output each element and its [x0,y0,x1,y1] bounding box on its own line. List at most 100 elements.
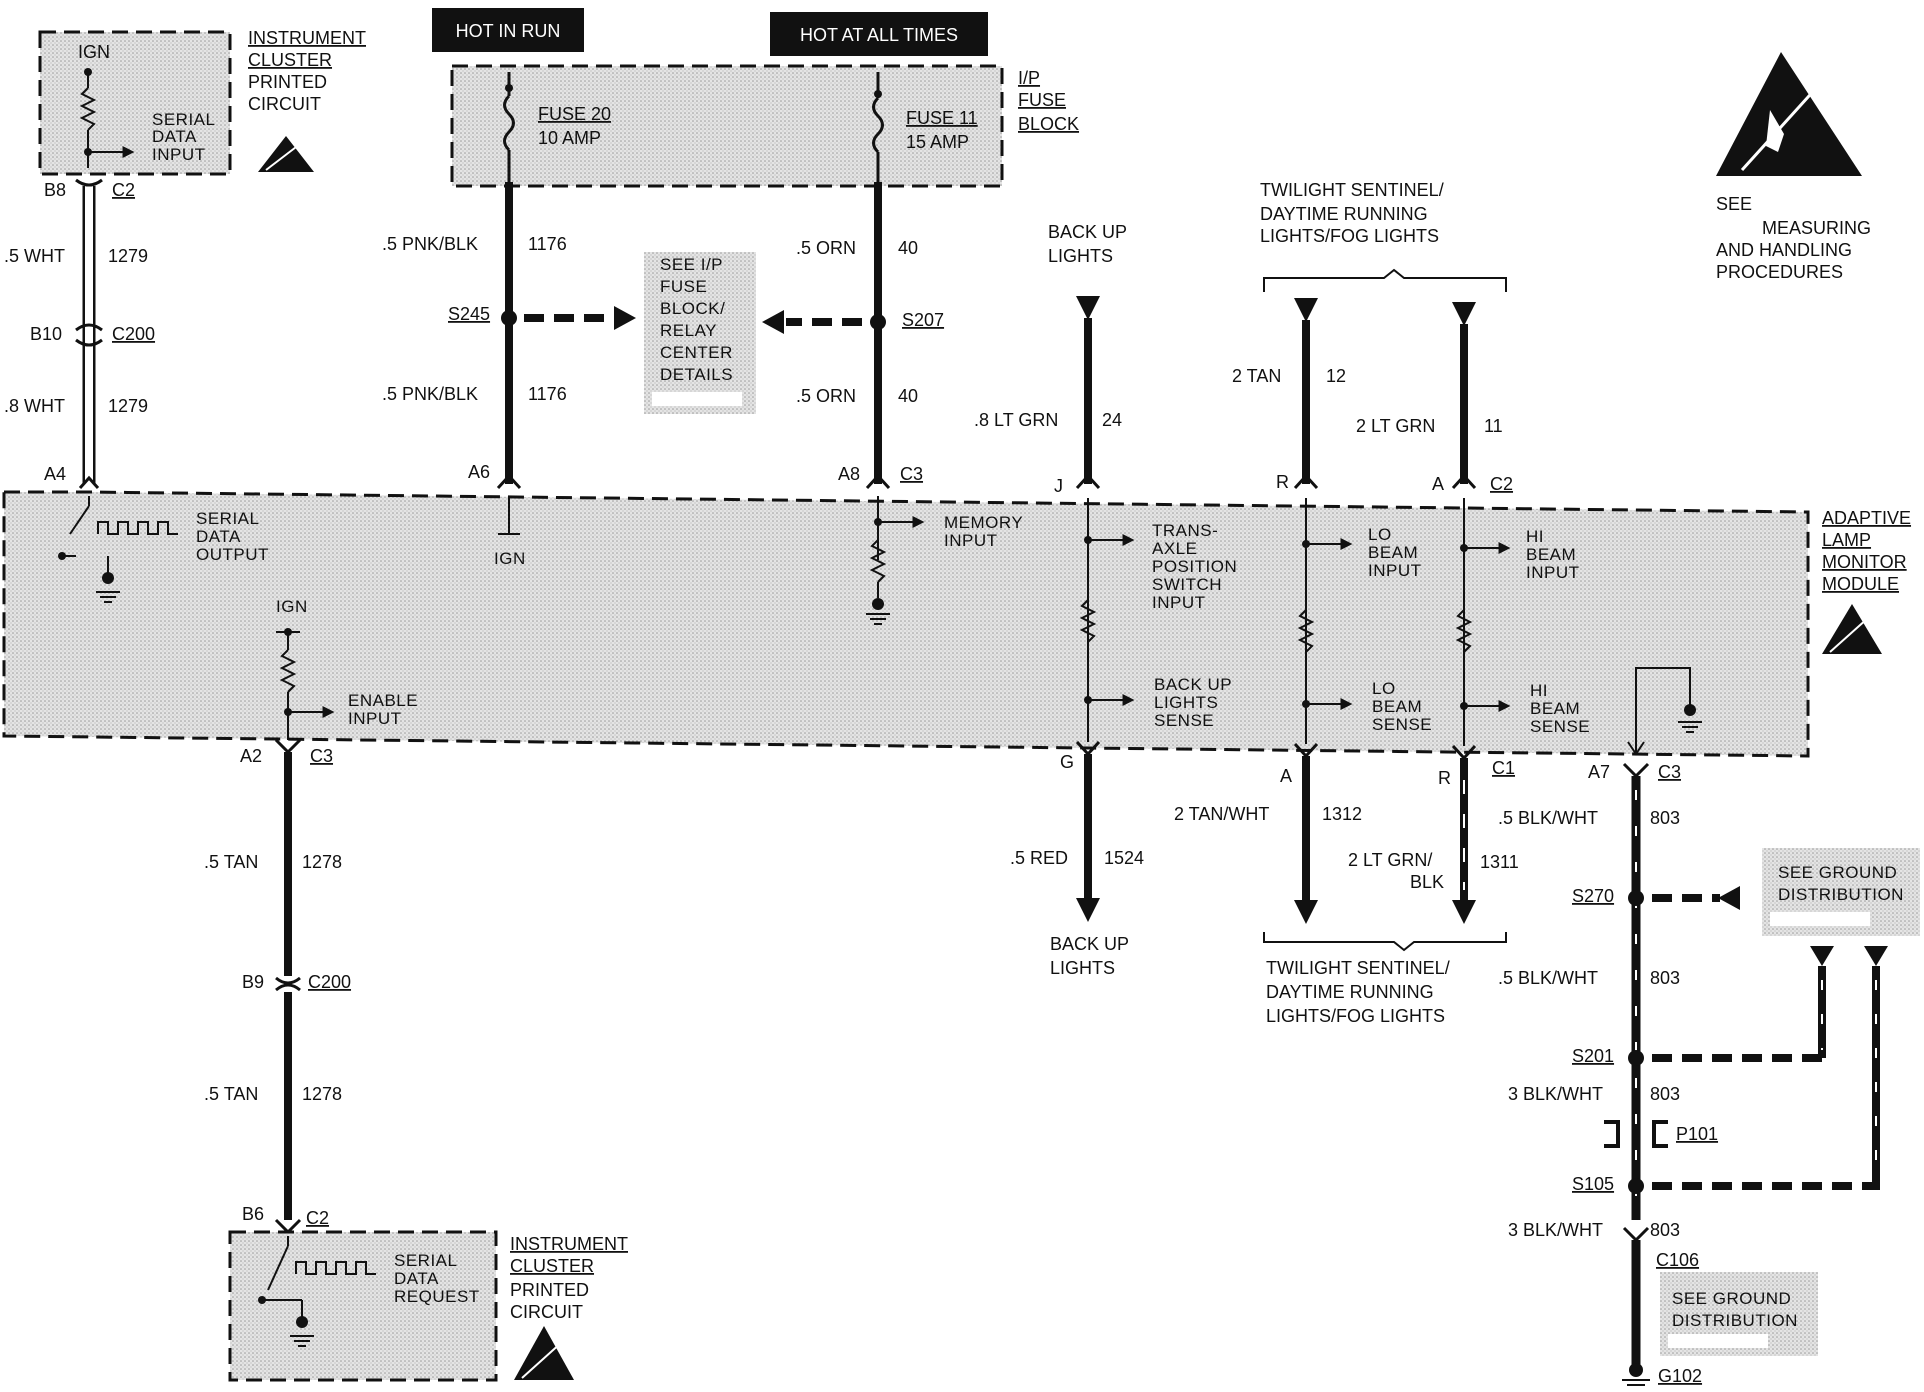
connector-a-bot: A [1280,766,1292,786]
hot-at-all-times-label: HOT AT ALL TIMES [800,25,958,45]
connector-c1: C1 [1492,758,1515,778]
backup-sense-2: LIGHTS [1154,693,1218,712]
serial-waveform-icon-bottom [295,1261,376,1275]
see-ip-fuse-note: SEE I/P FUSE BLOCK/ RELAY CENTER DETAILS [644,252,756,414]
wire-1278 [274,738,302,1235]
back-up-lights-top-2: LIGHTS [1048,246,1113,266]
cluster-bottom-title-4: CIRCUIT [510,1302,583,1322]
esd-warning-icon [1716,52,1862,176]
esd-icon-cluster-bottom [514,1326,574,1380]
wire-12 [1293,298,1319,490]
twilight-bottom-bracket [1263,932,1507,952]
ip-fuse-block: FUSE 20 10 AMP FUSE 11 15 AMP I/P FUSE B… [450,64,1079,188]
wire-1524-number: 1524 [1104,848,1144,868]
ground-icon-cluster-bottom [290,1316,314,1347]
module-title-2: LAMP [1822,530,1871,550]
wire-1176-a-color: .5 PNK/BLK [382,234,478,254]
connector-r-bot: R [1438,768,1451,788]
connector-p101: P101 [1676,1124,1718,1144]
cluster-top-title-1: INSTRUMENT [248,28,366,48]
wire-803-c-number: 803 [1650,1084,1680,1104]
hi-beam-input-3: INPUT [1526,563,1580,582]
wire-12-number: 12 [1326,366,1346,386]
hi-beam-input-1: HI [1526,527,1544,546]
backup-sense-3: SENSE [1154,711,1214,730]
splice-s270 [1628,886,1740,910]
serial-data-request-1: SERIAL [394,1251,457,1270]
ground-feed-lines [1810,946,1888,1186]
connector-c3-right: C3 [1658,762,1681,782]
ground-icon-module-left [96,572,120,603]
hi-beam-input-2: BEAM [1526,545,1576,564]
wire-1279-a-number: 1279 [108,246,148,266]
wire-1279-b-color: .8 WHT [4,396,65,416]
see-ip-note-2: FUSE [660,277,707,296]
instrument-cluster-top: IGN SERIAL DATA INPUT [38,30,314,176]
splice-s105-label: S105 [1572,1174,1614,1194]
wire-1312 [1293,742,1319,924]
transaxle-1: TRANS- [1152,521,1218,540]
fuse-11: FUSE 11 15 AMP [872,72,978,182]
wire-1279 [75,178,103,490]
hi-beam-sense-3: SENSE [1530,717,1590,736]
twilight-top-bracket [1263,268,1507,292]
cluster-bottom-title-2: CLUSTER [510,1256,594,1276]
fuse-block-title-2: FUSE [1018,90,1066,110]
memory-input-2: INPUT [944,531,998,550]
connector-p101-symbol [1604,1120,1668,1148]
wire-803-c-color: 3 BLK/WHT [1508,1084,1603,1104]
cluster-top-title-4: CIRCUIT [248,94,321,114]
wire-11-number: 11 [1484,416,1503,436]
connector-c3-top: C3 [900,464,923,484]
wire-1176-b-number: 1176 [528,384,567,404]
connector-r-top: R [1276,472,1289,492]
splice-s207-label: S207 [902,310,944,330]
wire-1278-b-color: .5 TAN [204,1084,258,1104]
serial-data-input-3: INPUT [152,145,206,164]
connector-g102: G102 [1658,1366,1702,1386]
module-title-3: MONITOR [1822,552,1907,572]
splice-s201-label: S201 [1572,1046,1614,1066]
enable-input-1: ENABLE [348,691,418,710]
memory-input-1: MEMORY [944,513,1023,532]
wire-11 [1451,302,1477,490]
connector-a6: A6 [468,462,490,482]
hot-in-run-header: HOT IN RUN [432,8,584,52]
splice-s207 [762,310,886,334]
splice-s245 [501,306,636,330]
transaxle-3: POSITION [1152,557,1237,576]
connector-a-top: A [1432,474,1444,494]
fuse-block-title-3: BLOCK [1018,114,1079,134]
connector-c200-bot: C200 [308,972,351,992]
twilight-bot-3: LIGHTS/FOG LIGHTS [1266,1006,1445,1026]
twilight-top-2: DAYTIME RUNNING [1260,204,1428,224]
wire-1312-number: 1312 [1322,804,1362,824]
lo-beam-sense-3: SENSE [1372,715,1432,734]
module-ign-enable: IGN [276,597,308,616]
see-ip-note-3: BLOCK/ [660,299,725,318]
cluster-top-title-2: CLUSTER [248,50,332,70]
fuse-20-rating: 10 AMP [538,128,601,148]
wire-803-a-color: .5 BLK/WHT [1498,808,1598,828]
twilight-bot-2: DAYTIME RUNNING [1266,982,1434,1002]
hi-beam-sense-1: HI [1530,681,1548,700]
see-ip-note-4: RELAY [660,321,717,340]
enable-input-2: INPUT [348,709,402,728]
instrument-cluster-bottom: SERIAL DATA REQUEST [228,1230,498,1382]
wire-40 [865,182,891,490]
esd-note-1: SEE [1716,194,1752,214]
wire-1524-color: .5 RED [1010,848,1068,868]
wire-40-b-color: .5 ORN [796,386,856,406]
lo-beam-sense-1: LO [1372,679,1396,698]
serial-data-output-2: DATA [196,527,241,546]
hot-in-run-label: HOT IN RUN [456,21,561,41]
serial-data-request-2: DATA [394,1269,439,1288]
ground-icon-module-right [1678,704,1702,733]
splice-s105 [1628,1178,1880,1194]
serial-data-input-1: SERIAL [152,110,215,129]
cluster-bottom-title-1: INSTRUMENT [510,1234,628,1254]
see-ip-note-1: SEE I/P [660,255,723,274]
transaxle-2: AXLE [1152,539,1197,558]
wire-1278-a-number: 1278 [302,852,342,872]
connector-j: J [1054,476,1063,496]
